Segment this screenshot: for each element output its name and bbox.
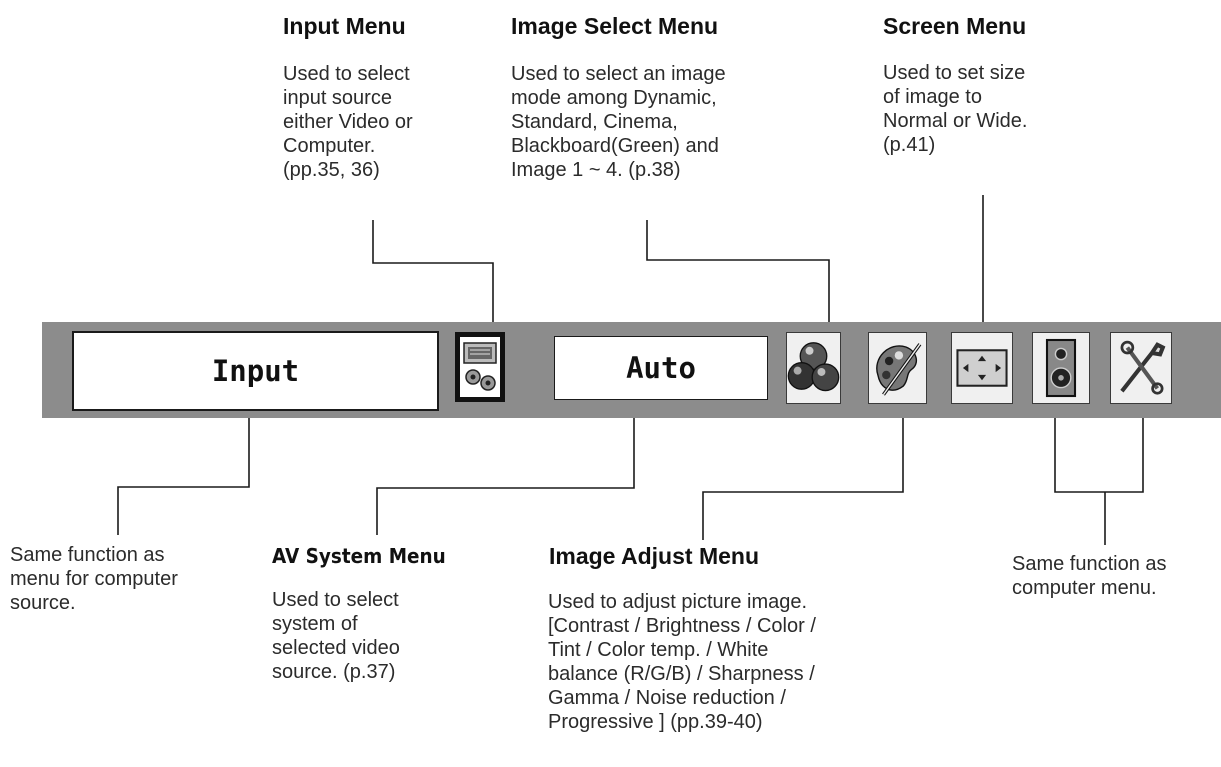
menu-bar: Input Auto bbox=[42, 322, 1221, 418]
input-source-box[interactable]: Input bbox=[72, 331, 439, 411]
input-menu-description: Used to select input source either Video… bbox=[283, 63, 413, 181]
leader-image-select bbox=[646, 220, 830, 333]
wrench-screwdriver-icon[interactable] bbox=[1110, 332, 1172, 404]
av-system-box[interactable]: Auto bbox=[554, 336, 768, 400]
input-menu-title: Input Menu bbox=[283, 13, 406, 39]
screen-menu-description: Used to set size of image to Normal or W… bbox=[883, 62, 1028, 156]
leader-image-adjust bbox=[702, 408, 904, 540]
image-adjust-menu-title: Image Adjust Menu bbox=[549, 543, 759, 569]
av-system-menu-title: AV System Menu bbox=[272, 544, 446, 568]
screen-menu-title: Screen Menu bbox=[883, 13, 1027, 39]
image-select-menu-title: Image Select Menu bbox=[511, 13, 719, 39]
input-box-description: Same function as menu for computer sourc… bbox=[10, 544, 178, 614]
leader-input-box bbox=[117, 408, 250, 535]
image-select-menu-description: Used to select an image mode among Dynam… bbox=[511, 63, 726, 181]
leader-input-menu bbox=[372, 220, 494, 328]
screen-size-icon[interactable] bbox=[951, 332, 1013, 404]
leader-sound-setting bbox=[1054, 402, 1144, 545]
image-adjust-menu-description: Used to adjust picture image. [Contrast … bbox=[548, 591, 816, 733]
leader-av-system bbox=[376, 400, 635, 535]
av-system-menu-description: Used to select system of selected video … bbox=[272, 589, 400, 683]
speaker-icon[interactable] bbox=[1032, 332, 1090, 404]
sound-setting-description: Same function as computer menu. bbox=[1012, 553, 1167, 599]
balls-icon[interactable] bbox=[786, 332, 841, 404]
paint-palette-icon[interactable] bbox=[868, 332, 927, 404]
monitor-connector-icon[interactable] bbox=[455, 332, 505, 402]
